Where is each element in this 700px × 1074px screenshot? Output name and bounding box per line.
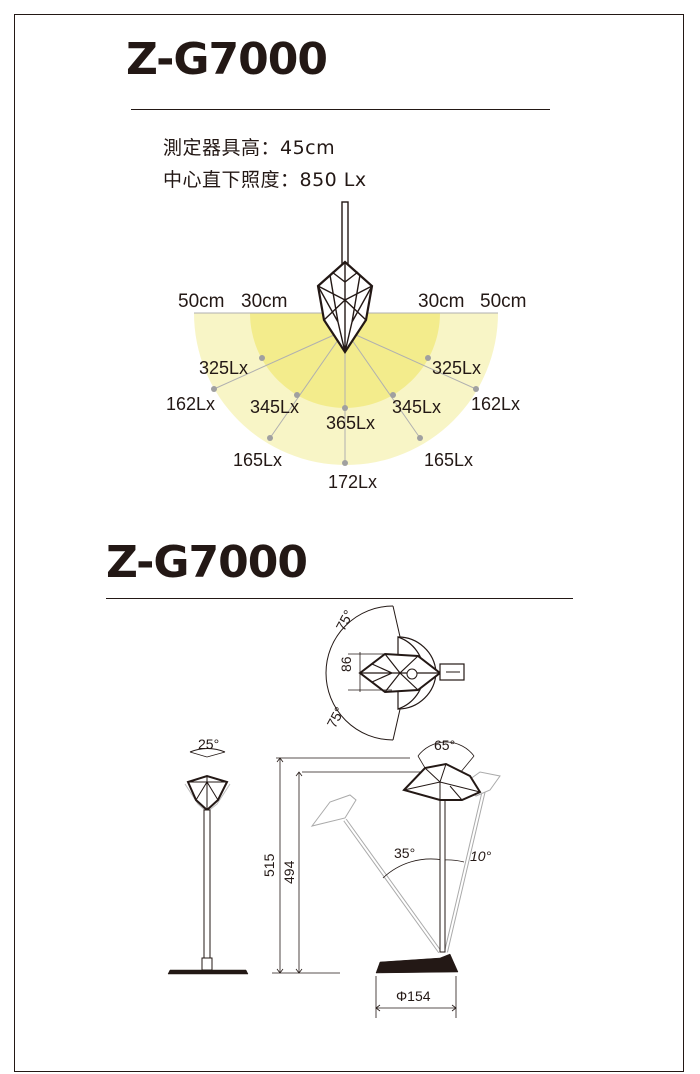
side-view-height-total: 515 xyxy=(261,853,277,877)
front-view-angle: 25° xyxy=(198,736,219,752)
title-rule-top xyxy=(131,109,550,110)
side-view-height-head: 494 xyxy=(281,860,297,884)
point-outer-diag-right xyxy=(417,435,423,441)
lamp-front-view-icon xyxy=(167,748,249,975)
product-title-dimensions: Z-G7000 xyxy=(106,537,308,588)
side-view-arm-angle: 35° xyxy=(394,845,415,861)
figure-frame xyxy=(14,14,684,1072)
point-outer-left xyxy=(211,386,217,392)
product-title-top: Z-G7000 xyxy=(126,34,328,85)
distance-right-30: 30cm xyxy=(418,291,464,312)
measurement-points xyxy=(211,355,479,466)
point-outer-diag-left xyxy=(267,435,273,441)
side-view-base-diameter: Φ154 xyxy=(396,988,431,1004)
top-view-angle-up: 75° xyxy=(333,607,357,633)
spec-measure-height: 測定器具高：45cm xyxy=(163,137,336,159)
lux-inner-bottom: 365Lx xyxy=(326,413,375,433)
point-inner-diag-right xyxy=(390,392,396,398)
lamp-top-view-icon xyxy=(325,605,465,741)
title-rule-dimensions xyxy=(106,598,573,599)
lux-inner-diag-right: 345Lx xyxy=(392,397,441,417)
point-inner-bottom xyxy=(342,405,348,411)
distance-left-50: 50cm xyxy=(178,291,224,312)
lux-outer-right: 162Lx xyxy=(471,394,520,414)
point-outer-right xyxy=(473,386,479,392)
lux-outer-diag-right: 165Lx xyxy=(424,450,473,470)
lux-outer-bottom: 172Lx xyxy=(328,472,377,492)
distance-left-30: 30cm xyxy=(241,291,287,312)
point-inner-left xyxy=(259,355,265,361)
lux-inner-left: 325Lx xyxy=(199,358,248,378)
lux-outer-diag-left: 165Lx xyxy=(233,450,282,470)
point-inner-right xyxy=(425,355,431,361)
top-view-angle-down: 75° xyxy=(324,704,348,730)
distance-right-50: 50cm xyxy=(480,291,526,312)
lux-outer-left: 162Lx xyxy=(166,394,215,414)
lux-inner-right: 325Lx xyxy=(432,358,481,378)
spec-center-illuminance: 中心直下照度：850 Lx xyxy=(163,169,367,191)
point-inner-diag-left xyxy=(294,392,300,398)
point-outer-bottom xyxy=(342,460,348,466)
lux-inner-diag-left: 345Lx xyxy=(250,397,299,417)
side-view-head-tilt: 65° xyxy=(434,737,455,753)
top-view-head-width: 86 xyxy=(338,656,354,672)
measurement-rays xyxy=(213,329,477,463)
side-view-arm-back: 10° xyxy=(470,848,492,864)
lamp-side-view-icon xyxy=(272,741,501,1018)
lamp-head-front-icon xyxy=(316,201,374,355)
